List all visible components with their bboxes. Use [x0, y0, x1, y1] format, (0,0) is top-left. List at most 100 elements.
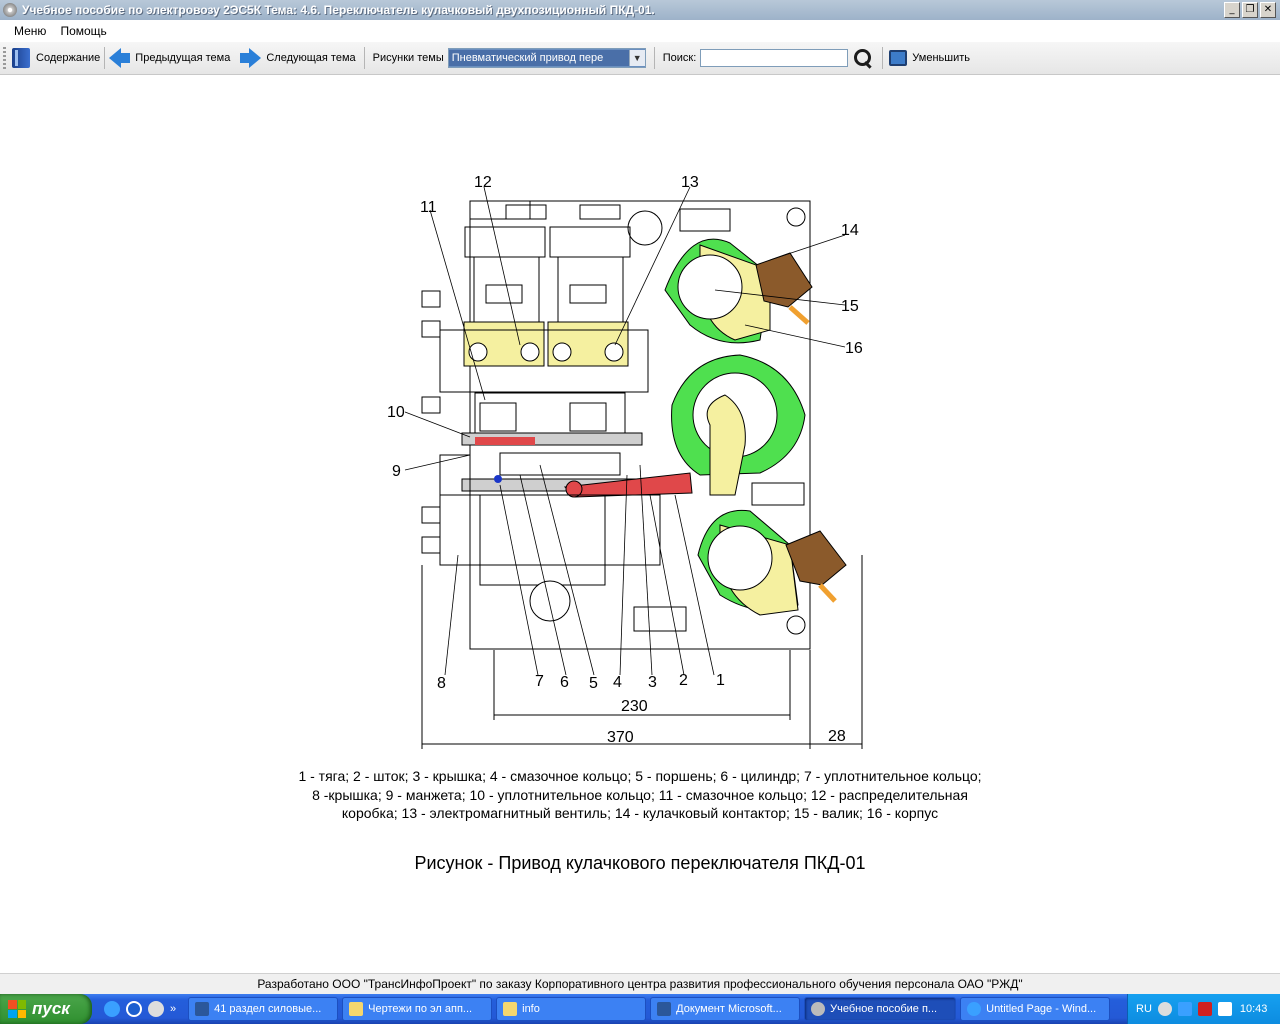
label-plate: [633, 606, 687, 632]
arrow-right-icon: [249, 48, 262, 68]
task-item-active[interactable]: Учебное пособие п...: [804, 997, 957, 1021]
arrow-right-stem: [240, 53, 250, 63]
menu-item-menu[interactable]: Меню: [14, 24, 47, 38]
callout-1: 1: [716, 672, 725, 689]
toolbar-divider: [882, 47, 884, 69]
valve-window: [569, 284, 607, 304]
drain-plug: [529, 580, 571, 622]
task-item[interactable]: Untitled Page - Wind...: [960, 997, 1111, 1021]
label-plate: [679, 208, 731, 232]
callout-10: 10: [387, 404, 405, 421]
next-topic-button[interactable]: Следующая тема: [240, 48, 356, 68]
menu-item-help[interactable]: Помощь: [60, 24, 107, 38]
toolbar-divider: [653, 47, 655, 69]
task-label: 41 раздел силовые...: [214, 1003, 322, 1015]
callout-13: 13: [681, 174, 699, 191]
shrink-button[interactable]: Уменьшить: [889, 50, 970, 66]
monitor-icon: [889, 50, 908, 66]
distribution-box: [439, 329, 649, 393]
minimize-button[interactable]: _: [1224, 2, 1240, 18]
figures-label: Рисунки темы: [372, 52, 444, 64]
search-label: Поиск:: [662, 52, 697, 64]
figure-select-value: Пневматический привод пере: [448, 50, 629, 66]
volume-icon[interactable]: [1217, 1002, 1232, 1016]
callout-15: 15: [841, 298, 859, 315]
chevron-down-icon[interactable]: ▼: [628, 50, 645, 66]
piston: [499, 452, 621, 476]
callouts: 1 2 3 4 5 6 7 8 9 10 11 12 13 14 15 16 2…: [387, 174, 863, 746]
figure-title: Рисунок - Привод кулачкового переключате…: [414, 853, 866, 873]
callout-9: 9: [392, 463, 401, 480]
bolt: [468, 342, 488, 362]
side-bolt: [421, 506, 441, 524]
toolbar-grip[interactable]: [3, 47, 6, 69]
search-icon[interactable]: [852, 47, 874, 69]
maximize-button[interactable]: ❐: [1242, 2, 1258, 18]
cam-disc-bottom: [707, 525, 773, 591]
search-input[interactable]: [700, 49, 849, 67]
callout-8: 8: [437, 675, 446, 692]
window-title: Учебное пособие по электровозу 2ЭС5К Тем…: [22, 3, 655, 17]
cam-shaft-hole: [627, 210, 663, 246]
dim-28: 28: [828, 728, 846, 745]
bolt: [552, 342, 572, 362]
word-icon: [195, 1002, 210, 1016]
task-item[interactable]: Чертежи по эл апп...: [342, 997, 493, 1021]
bolt: [604, 342, 624, 362]
side-bolt: [421, 396, 441, 414]
language-indicator[interactable]: RU: [1136, 1003, 1152, 1015]
task-item[interactable]: info: [496, 997, 647, 1021]
chevron-right-icon[interactable]: »: [170, 1003, 177, 1015]
mount-bolt: [786, 615, 806, 635]
callout-5: 5: [589, 675, 598, 692]
prev-topic-label: Предыдущая тема: [135, 52, 231, 64]
arrow-left-stem: [121, 53, 131, 63]
network-icon[interactable]: [1177, 1002, 1192, 1016]
callout-11: 11: [420, 199, 437, 216]
contents-button[interactable]: Содержание: [12, 48, 100, 68]
callout-16: 16: [845, 340, 863, 357]
taskbar: пуск » 41 раздел силовые... Чертежи по э…: [0, 994, 1280, 1024]
callout-12: 12: [474, 174, 492, 191]
dim-230: 230: [621, 698, 648, 715]
task-item[interactable]: Документ Microsoft...: [650, 997, 801, 1021]
figure-select[interactable]: Пневматический привод пере ▼: [447, 48, 646, 68]
footer-credits: Разработано ООО "ТрансИнфоПроект" по зак…: [0, 973, 1280, 994]
valve-window: [485, 284, 523, 304]
side-bolt: [421, 320, 441, 338]
start-button[interactable]: пуск: [0, 994, 92, 1024]
media-icon[interactable]: [126, 1001, 142, 1017]
start-label: пуск: [32, 999, 70, 1018]
chevron-left-icon[interactable]: [1157, 1002, 1172, 1016]
antivirus-icon[interactable]: [1197, 1002, 1212, 1016]
task-label: Чертежи по эл апп...: [368, 1003, 473, 1015]
prev-topic-button[interactable]: Предыдущая тема: [109, 48, 230, 68]
valve-label-plate: [579, 204, 621, 220]
dim-370: 370: [607, 729, 634, 746]
nut: [569, 402, 607, 432]
book-icon: [12, 48, 30, 68]
ie-icon[interactable]: [104, 1001, 120, 1017]
caption-line-2: 8 -крышка; 9 - манжета; 10 - уплотнитель…: [312, 787, 968, 803]
valve-label-plate: [505, 204, 547, 220]
contents-label: Содержание: [36, 52, 101, 64]
mount-bolt: [786, 207, 806, 227]
folder-icon: [349, 1002, 364, 1016]
contact-lead: [788, 305, 810, 325]
bolt: [520, 342, 540, 362]
cam-contactor-bottom: [785, 530, 847, 586]
cam-disc-top: [677, 254, 743, 320]
toolbar-divider: [363, 47, 365, 69]
shrink-label: Уменьшить: [912, 52, 970, 64]
next-topic-label: Следующая тема: [266, 52, 356, 64]
task-label: Untitled Page - Wind...: [986, 1003, 1097, 1015]
menu-bar: Меню Помощь: [0, 20, 1280, 42]
windows-logo-icon: [8, 1000, 26, 1018]
seal-ring-blue: [494, 475, 502, 483]
close-button[interactable]: ✕: [1260, 2, 1276, 18]
side-bolt: [421, 290, 441, 308]
desktop-icon[interactable]: [148, 1001, 164, 1017]
callout-14: 14: [841, 222, 859, 239]
task-item[interactable]: 41 раздел силовые...: [188, 997, 339, 1021]
toolbar-divider: [104, 47, 106, 69]
